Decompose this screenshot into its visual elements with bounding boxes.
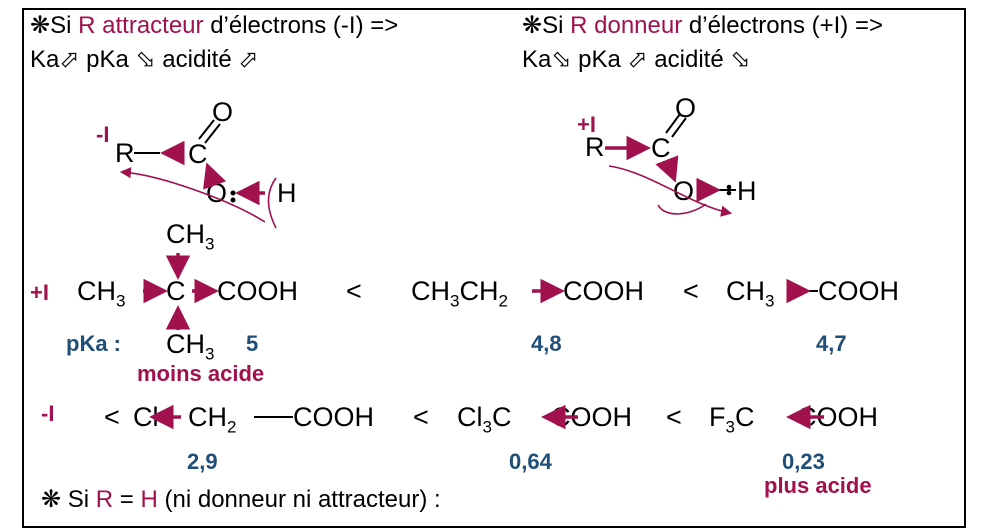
tbutyl-c: C — [166, 276, 186, 306]
left-o-to-c-arrow — [203, 162, 227, 190]
down-diagonal-arrow-icon: ⬂ — [730, 46, 751, 73]
hydrogen-rule: ❋ Si R = H (ni donneur ni attracteur) : — [41, 486, 441, 513]
left-curved-electron-arrow — [119, 167, 266, 223]
attractor-rule-line1: ❋Si R attracteur d’électrons (-I) => — [30, 12, 399, 39]
up-diagonal-arrow-icon: ⬀ — [627, 46, 648, 73]
right-curved-electron-arrow — [608, 165, 733, 217]
pka-value-propanoic: 4,8 — [531, 331, 562, 356]
right-small-arc — [657, 203, 707, 215]
left-double-bond-b — [204, 123, 221, 144]
pka-value-chloroacetic: 2,9 — [187, 449, 218, 474]
right-scheme-r: R — [585, 132, 605, 162]
pka-value-acetic: 4,7 — [816, 331, 847, 356]
tbutyl-ch3-bottom: CH3 — [166, 329, 215, 364]
less-than-4: < — [666, 402, 682, 432]
attractor-rule-line2: Ka⬀ pKa ⬂ acidité ⬀ — [30, 46, 259, 73]
left-bond-break-arc — [267, 177, 277, 229]
less-than-3: < — [413, 402, 429, 432]
right-double-bond-a — [665, 113, 681, 134]
attractor-row-effect: -I — [41, 401, 55, 426]
pka-value-trifluoro: 0,23 — [782, 449, 825, 474]
propanoic-cooh: COOH — [563, 276, 644, 306]
tbutyl-ch3-top: CH3 — [166, 219, 215, 254]
more-acidic-note: plus acide — [764, 473, 872, 498]
propanoic-chain: CH3CH2 — [411, 276, 508, 311]
up-diagonal-arrow-icon: ⬀ — [238, 46, 259, 73]
left-scheme-o-double: O — [212, 97, 234, 127]
less-than-1: < — [346, 276, 362, 306]
less-than-0: < — [104, 402, 120, 432]
up-diagonal-arrow-icon: ⬀ — [59, 46, 80, 73]
acetic-ch3: CH3 — [726, 276, 775, 311]
tbutyl-ch3-left: CH3 — [77, 276, 126, 311]
down-diagonal-arrow-icon: ⬂ — [135, 46, 156, 73]
acetic-cooh: COOH — [818, 276, 899, 306]
pka-label: pKa : — [66, 331, 121, 356]
donor-rule-line1: ❋Si R donneur d’électrons (+I) => — [522, 12, 883, 39]
left-scheme-h: H — [277, 178, 297, 208]
chloroacetic-cooh: COOH — [293, 402, 374, 432]
donor-rule-line2: Ka⬂ pKa ⬀ acidité ⬂ — [522, 46, 751, 73]
tbutyl-cooh: COOH — [217, 276, 298, 306]
pka-value-trichloro: 0,64 — [509, 449, 552, 474]
donor-row-effect: +I — [30, 280, 49, 305]
pka-value-tbutyl: 5 — [246, 331, 259, 356]
less-acidic-note: moins acide — [137, 361, 265, 386]
chloroacetic-ch2: CH2 — [188, 402, 237, 437]
trichloro-cl3c: Cl3C — [457, 402, 512, 437]
right-scheme-effect: +I — [577, 112, 596, 137]
left-scheme-c: C — [188, 139, 208, 169]
star-bullet-icon: ❋ — [41, 486, 62, 513]
left-scheme-effect: -I — [96, 122, 110, 147]
right-double-bond-b — [671, 117, 687, 138]
star-bullet-icon: ❋ — [30, 12, 51, 39]
right-scheme-h: H — [737, 176, 757, 206]
star-bullet-icon: ❋ — [522, 12, 543, 39]
down-diagonal-arrow-icon: ⬂ — [551, 46, 572, 73]
lone-pair-dots — [230, 184, 732, 203]
left-double-bond-a — [198, 119, 215, 140]
right-scheme-o-double: O — [675, 93, 697, 123]
less-than-2: < — [683, 276, 699, 306]
trifluoro-f3c: F3C — [709, 402, 755, 437]
right-c-to-o-arrow — [655, 155, 679, 183]
left-scheme-r: R — [115, 138, 135, 168]
